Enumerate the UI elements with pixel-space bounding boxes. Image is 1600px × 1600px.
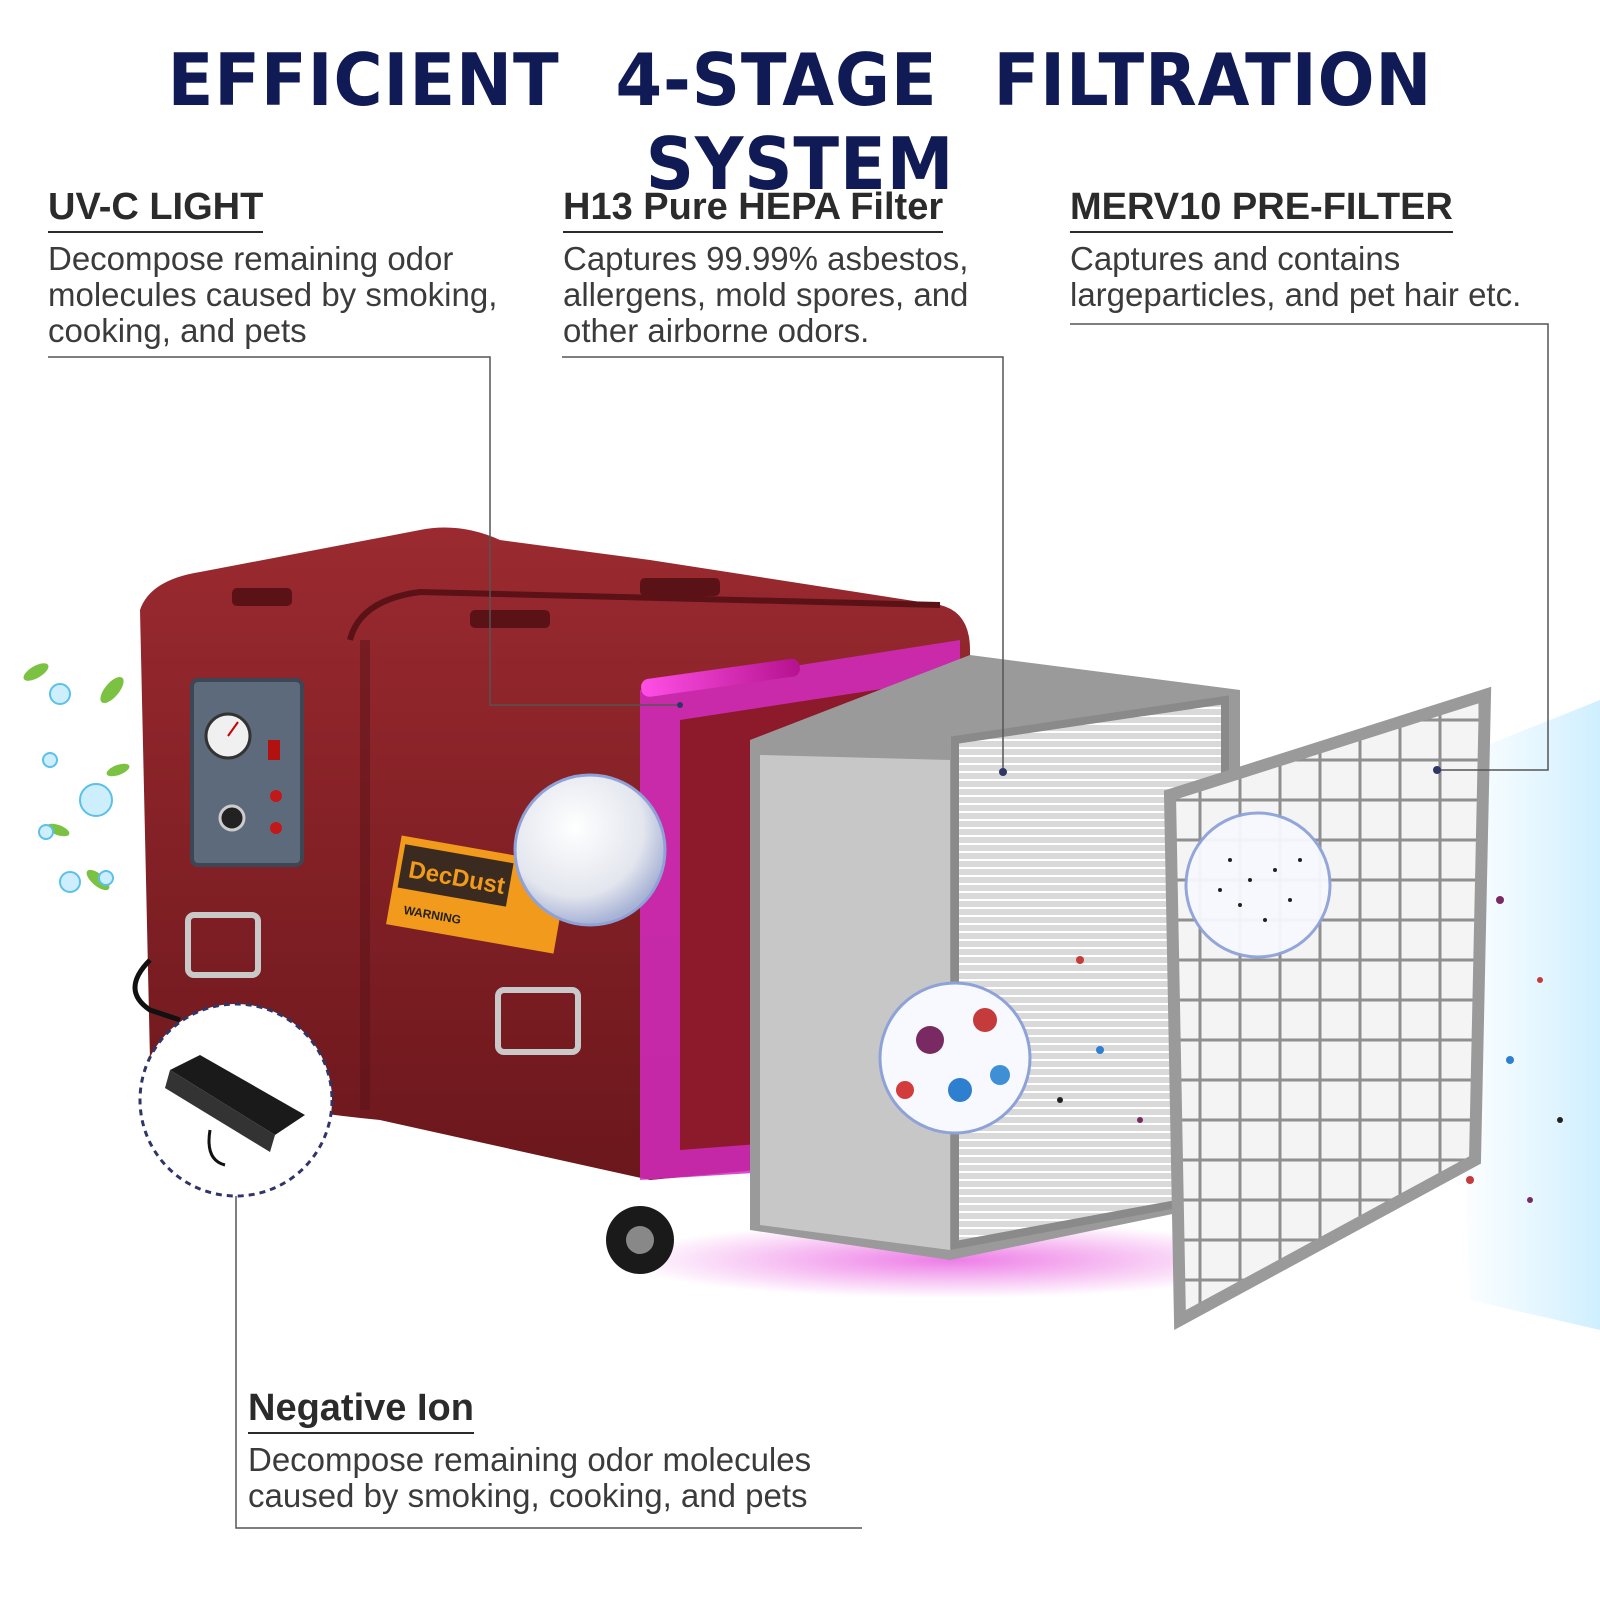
callout-merv10-prefilter: MERV10 PRE-FILTER Captures and contains … xyxy=(1070,185,1590,313)
dust-bubble xyxy=(1184,811,1332,959)
callout-title: Negative Ion xyxy=(248,1386,474,1434)
callout-uv-c-light: UV-C LIGHT Decompose remaining odor mole… xyxy=(48,185,518,349)
microbes xyxy=(896,1008,1010,1102)
callout-title: H13 Pure HEPA Filter xyxy=(563,185,944,233)
merv10-prefilter xyxy=(1163,686,1492,1330)
callout-title: MERV10 PRE-FILTER xyxy=(1070,185,1453,233)
callout-description: Decompose remaining odor molecules cause… xyxy=(48,240,498,349)
callout-description: Decompose remaining odor molecules cause… xyxy=(248,1441,812,1514)
microbe-bubble xyxy=(878,981,1032,1135)
page-title: EFFICIENT 4-STAGE FILTRATION SYSTEM xyxy=(167,38,1433,206)
control-panel xyxy=(190,678,304,867)
callout-negative-ion: Negative Ion Decompose remaining odor mo… xyxy=(248,1386,888,1514)
dust-particles xyxy=(1218,858,1302,922)
indicator-light xyxy=(270,790,282,802)
leaf-icons xyxy=(23,663,130,891)
smoke-bubble xyxy=(513,773,667,927)
leader-lines xyxy=(48,323,1549,1529)
indicator-light xyxy=(270,822,282,834)
hepa-filter xyxy=(750,655,1240,1260)
callout-description: Captures 99.99% asbestos, allergens, mol… xyxy=(563,240,969,349)
power-switch xyxy=(268,740,280,760)
speed-knob xyxy=(218,804,246,832)
airborne-particles xyxy=(1057,896,1563,1203)
latch xyxy=(495,987,581,1055)
uv-c-lamp xyxy=(641,658,800,697)
callout-description: Captures and contains largeparticles, an… xyxy=(1070,240,1522,313)
callout-title: UV-C LIGHT xyxy=(48,185,264,233)
callout-hepa-filter: H13 Pure HEPA Filter Captures 99.99% asb… xyxy=(563,185,1023,349)
ion-particles xyxy=(38,683,114,893)
negative-ion-module xyxy=(165,1055,305,1167)
latch xyxy=(185,912,261,978)
